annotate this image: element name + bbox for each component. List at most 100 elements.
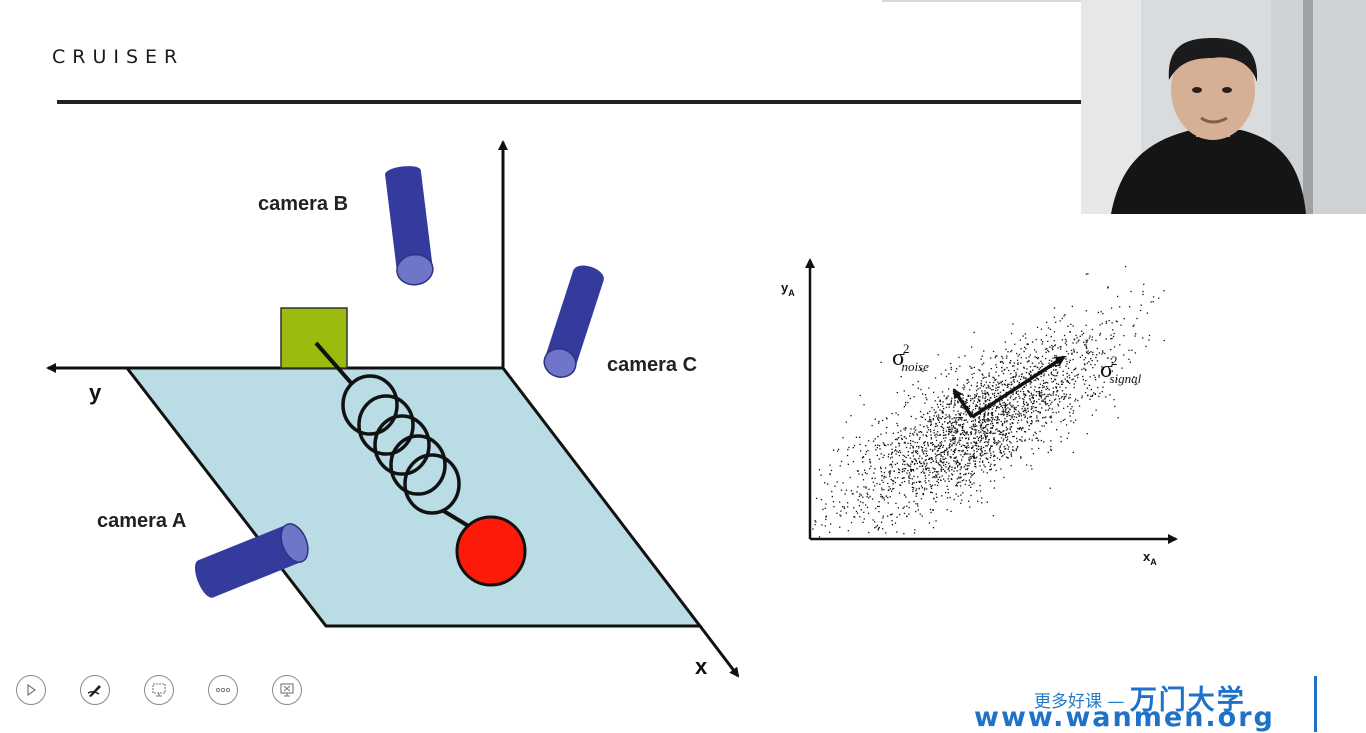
scatter-point <box>959 437 961 439</box>
scatter-point <box>1012 446 1014 448</box>
scatter-point <box>935 460 937 462</box>
play-button[interactable] <box>16 675 46 705</box>
scatter-point <box>1030 465 1032 467</box>
scatter-point <box>859 443 861 446</box>
scatter-point <box>928 387 930 389</box>
scatter-point <box>1121 367 1123 369</box>
scatter-point <box>840 515 842 517</box>
brand-tagline: 更多好课 — 万门大学 <box>1034 678 1246 717</box>
scatter-point <box>942 446 944 448</box>
scatter-point <box>1002 357 1004 359</box>
scatter-point <box>1006 411 1008 414</box>
scatter-point <box>990 432 992 434</box>
scatter-point <box>927 443 929 445</box>
scatter-point <box>878 505 880 508</box>
scatter-point <box>1055 412 1057 414</box>
scatter-point <box>1004 421 1006 424</box>
scatter-point <box>960 454 962 456</box>
scatter-point <box>1005 456 1008 458</box>
scatter-point <box>1015 392 1017 395</box>
scatter-point <box>1085 341 1087 344</box>
scatter-point <box>1030 423 1032 425</box>
more-button[interactable] <box>208 675 238 705</box>
scatter-point <box>987 441 989 443</box>
scatter-point <box>877 529 879 531</box>
close-presentation-button[interactable] <box>272 675 302 705</box>
scatter-point <box>946 449 948 451</box>
slide-button[interactable] <box>144 675 174 705</box>
scatter-point <box>883 489 885 491</box>
scatter-point <box>915 481 918 483</box>
scatter-point <box>1016 431 1018 433</box>
scatter-point <box>882 442 884 444</box>
scatter-point <box>1018 412 1021 414</box>
scatter-point <box>956 470 958 472</box>
scatter-point <box>959 473 961 475</box>
scatter-point <box>996 442 999 444</box>
scatter-point <box>1045 357 1047 360</box>
scatter-point <box>990 452 992 454</box>
scatter-point <box>1045 370 1047 372</box>
scatter-point <box>910 444 912 446</box>
scatter-point <box>1039 383 1042 385</box>
scatter-point <box>968 446 970 449</box>
scatter-point <box>986 452 988 454</box>
scatter-point <box>1025 348 1027 350</box>
scatter-point <box>917 453 919 455</box>
scatter-point <box>1041 343 1043 345</box>
scatter-point <box>876 524 878 527</box>
scatter-point <box>1103 381 1105 383</box>
scatter-point <box>901 477 903 479</box>
scatter-point <box>967 379 969 381</box>
scatter-point <box>942 411 944 413</box>
scatter-point <box>1088 337 1091 339</box>
scatter-point <box>1037 377 1039 380</box>
scatter-point <box>973 482 975 484</box>
scatter-point <box>891 451 894 453</box>
scatter-point <box>918 457 920 460</box>
scatter-point <box>1006 420 1008 422</box>
scatter-point <box>875 526 877 528</box>
scatter-point <box>945 434 947 436</box>
scatter-point <box>1005 409 1007 411</box>
scatter-point <box>957 461 959 463</box>
scatter-point <box>949 417 951 419</box>
scatter-point <box>901 468 904 470</box>
scatter-point <box>1073 351 1075 353</box>
scatter-point <box>969 481 971 483</box>
scatter-point <box>988 374 990 376</box>
scatter-point <box>983 416 985 418</box>
scatter-point <box>1034 431 1036 433</box>
scatter-point <box>1038 393 1040 395</box>
scatter-point <box>910 470 912 472</box>
scatter-point <box>1020 456 1022 458</box>
scatter-point <box>990 368 992 370</box>
scatter-point <box>1107 287 1109 289</box>
scatter-point <box>931 442 933 444</box>
scatter-point <box>1030 371 1032 373</box>
scatter-point <box>913 396 915 398</box>
scatter-point <box>1007 386 1009 388</box>
scatter-point <box>963 479 965 481</box>
pen-button[interactable] <box>80 675 110 705</box>
scatter-point <box>995 469 997 472</box>
scatter-point <box>1045 422 1048 424</box>
scatter-point <box>974 433 976 435</box>
scatter-point <box>871 498 874 500</box>
scatter-point <box>964 483 966 486</box>
close-presentation-icon <box>280 683 294 697</box>
scatter-point <box>1099 332 1102 335</box>
scatter-point <box>1134 335 1136 337</box>
scatter-point <box>990 445 992 447</box>
scatter-point <box>995 410 997 412</box>
scatter-point <box>909 477 911 480</box>
scatter-point <box>894 438 897 441</box>
scatter-point <box>1016 368 1019 370</box>
scatter-point <box>945 430 948 432</box>
scatter-point <box>1085 273 1088 275</box>
scatter-point <box>1100 311 1102 313</box>
scatter-point <box>979 400 981 403</box>
scatter-point <box>1000 405 1002 407</box>
scatter-point <box>1048 359 1051 361</box>
scatter-point <box>1067 367 1070 369</box>
